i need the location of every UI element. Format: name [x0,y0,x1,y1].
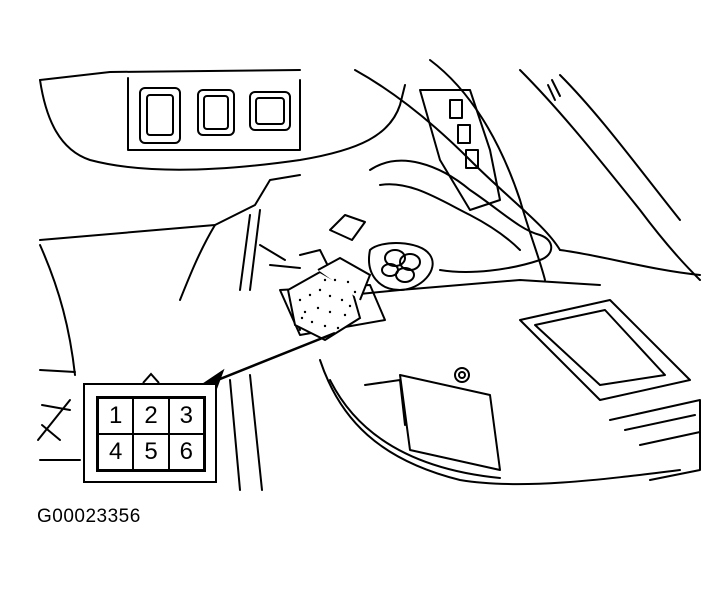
knee-bolster [320,360,680,484]
orientation-mark [143,374,159,383]
dash-upper-panel [40,80,405,170]
leader-arrow [198,333,335,388]
data-link-connector [288,258,370,340]
pin-grid: 1 2 3 4 5 6 [96,396,206,472]
connector-pin-diagram: 1 2 3 4 5 6 [83,383,217,483]
lower-trim-panel [40,175,300,240]
lower-panel [400,375,500,470]
figure-id: G00023356 [37,506,141,527]
switch-middle [198,90,234,135]
pin-2: 2 [133,398,169,434]
pin-6: 6 [168,434,204,470]
dash-panel-edge [40,70,300,80]
pin-5: 5 [133,434,169,470]
pin-1: 1 [98,398,134,434]
steering-wheel-rim [520,70,700,280]
pin-3: 3 [168,398,204,434]
bolt-hole [455,368,469,382]
column-bracket [420,90,500,210]
switch-right [250,92,290,130]
steering-shroud [355,70,560,250]
side-pocket [520,300,690,400]
pin-4: 4 [98,434,134,470]
switch-left [140,88,180,143]
harness-loop [370,161,551,272]
connector-stipple [298,278,357,330]
